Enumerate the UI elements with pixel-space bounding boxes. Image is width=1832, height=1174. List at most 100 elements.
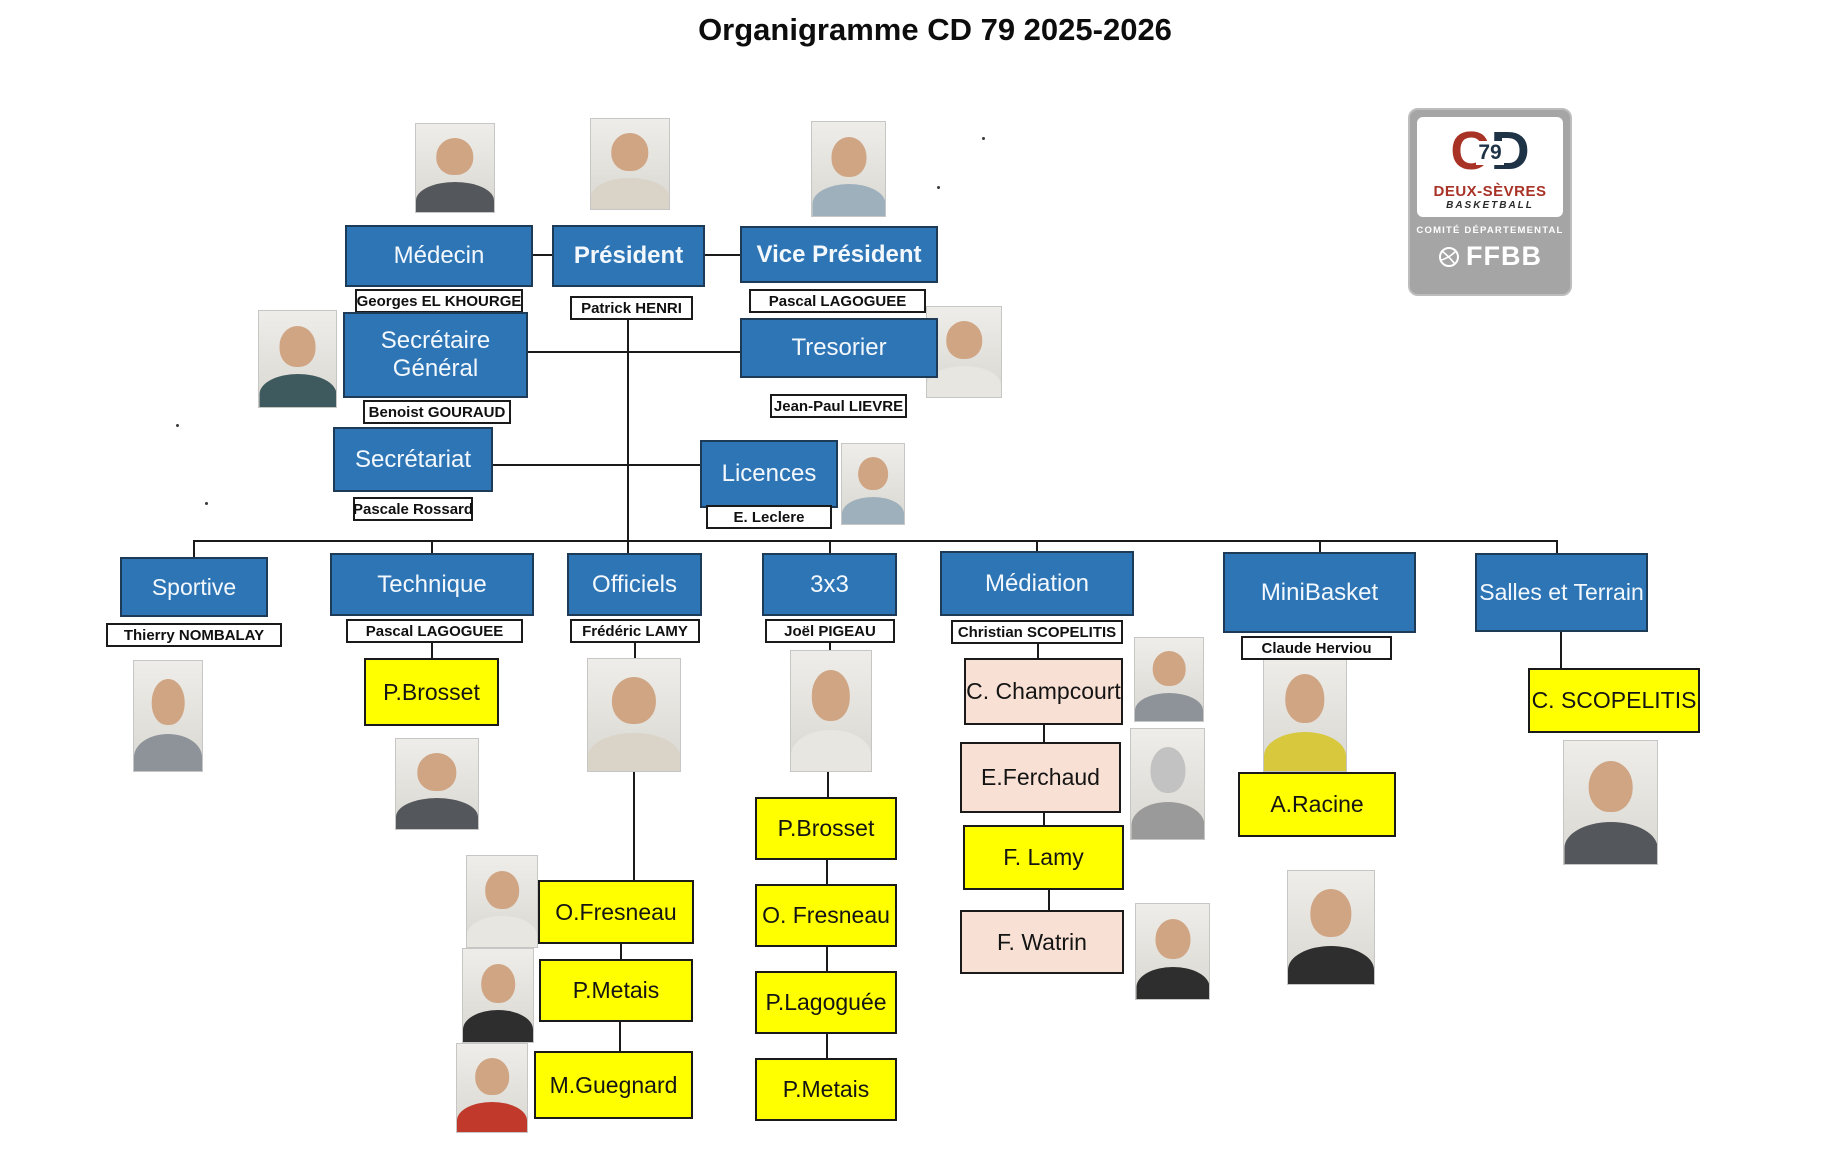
artifact-dot (205, 502, 208, 505)
member-box-3x3-fresneau: O. Fresneau (755, 884, 897, 947)
photo-tresorier (926, 306, 1002, 398)
photo-3x3 (790, 650, 872, 772)
connector-line (528, 351, 740, 353)
org-box-vice-president: Vice Président (740, 226, 938, 283)
person-label-secretaire-general: Benoist GOURAUD (363, 400, 511, 424)
photo-vice-president (811, 121, 886, 217)
org-box-licences: Licences (700, 440, 838, 508)
org-box-mediation: Médiation (940, 551, 1134, 616)
connector-line (619, 1021, 621, 1052)
member-box-mediation-lamy: F. Lamy (963, 825, 1124, 890)
photo-mediation-ferchaud (1130, 728, 1205, 840)
member-box-officiels-guegnard: M.Guegnard (534, 1051, 693, 1119)
org-box-tresorier: Tresorier (740, 318, 938, 378)
photo-officiels-guegnard (456, 1043, 528, 1133)
connector-line (627, 540, 629, 554)
photo-president (590, 118, 670, 210)
connector-line (829, 641, 831, 651)
org-box-technique: Technique (330, 553, 534, 616)
person-label-officiels: Frédéric LAMY (570, 619, 700, 643)
connector-line (826, 1033, 828, 1059)
person-label-mediation: Christian SCOPELITIS (951, 620, 1123, 644)
connector-line (826, 859, 828, 885)
person-label-licences: E. Leclere (706, 505, 832, 529)
person-label-president: Patrick HENRI (570, 296, 693, 320)
org-box-officiels: Officiels (567, 553, 702, 616)
person-label-secretariat: Pascale Rossard (353, 497, 473, 521)
connector-line (1043, 812, 1045, 826)
logo-region-text: DEUX-SÈVRES (1433, 183, 1547, 200)
artifact-dot (982, 137, 985, 140)
member-box-mediation-watrin: F. Watrin (960, 910, 1124, 974)
person-label-technique: Pascal LAGOGUEE (346, 619, 523, 643)
page-title: Organigramme CD 79 2025-2026 (698, 12, 1172, 47)
connector-line (193, 540, 1558, 542)
basketball-icon (1438, 246, 1460, 268)
member-box-3x3-metais: P.Metais (755, 1058, 897, 1121)
org-box-3x3: 3x3 (762, 553, 897, 616)
connector-line (827, 771, 829, 798)
connector-line (431, 641, 433, 658)
connector-line (1560, 631, 1562, 669)
photo-officiels-metais (462, 948, 534, 1043)
photo-technique (395, 738, 479, 830)
person-label-sportive: Thierry NOMBALAY (106, 623, 282, 647)
member-box-3x3-brosset: P.Brosset (755, 797, 897, 860)
artifact-dot (176, 424, 179, 427)
connector-line (193, 540, 195, 558)
logo-monogram: C 79 D (1450, 119, 1529, 183)
member-box-minibasket-racine: A.Racine (1238, 772, 1396, 837)
member-box-technique-brosset: P.Brosset (364, 658, 499, 726)
org-box-salles: Salles et Terrain (1475, 553, 1648, 632)
member-box-3x3-lagoguee: P.Lagoguée (755, 971, 897, 1034)
connector-line (431, 540, 433, 554)
member-box-officiels-fresneau: O.Fresneau (538, 880, 694, 944)
photo-licences (841, 443, 905, 525)
photo-medecin (415, 123, 495, 213)
connector-line (634, 642, 636, 658)
person-label-minibasket: Claude Herviou (1241, 636, 1392, 660)
person-label-3x3: Joël PIGEAU (765, 619, 895, 643)
org-box-minibasket: MiniBasket (1223, 552, 1416, 633)
connector-line (633, 771, 635, 881)
org-box-secretaire-general: Secrétaire Général (343, 312, 528, 398)
org-box-medecin: Médecin (345, 225, 533, 287)
photo-officiels (587, 658, 681, 772)
connector-line (1043, 724, 1045, 743)
connector-line (829, 540, 831, 554)
org-box-president: Président (552, 225, 705, 287)
photo-minibasket (1263, 655, 1347, 772)
connector-line (1036, 540, 1038, 552)
member-box-officiels-metais: P.Metais (539, 959, 693, 1022)
connector-line (705, 254, 740, 256)
connector-line (1037, 641, 1039, 659)
member-box-salles-scopelitis: C. SCOPELITIS (1528, 668, 1700, 733)
photo-mediation-watrin (1135, 903, 1210, 1000)
org-box-sportive: Sportive (120, 557, 268, 617)
photo-officiels-fresneau (466, 855, 538, 948)
connector-line (1556, 540, 1558, 554)
logo-sport-text: BASKETBALL (1446, 200, 1534, 211)
connector-line (1048, 889, 1050, 911)
member-box-mediation-ferchaud: E.Ferchaud (960, 742, 1121, 813)
logo-cd79: C 79 D DEUX-SÈVRES BASKETBALL COMITÉ DÉP… (1408, 108, 1572, 296)
connector-line (1319, 540, 1321, 553)
connector-line (620, 942, 622, 960)
org-box-secretariat: Secrétariat (333, 427, 493, 492)
person-label-tresorier: Jean-Paul LIEVRE (770, 394, 907, 418)
logo-federation-text: FFBB (1466, 241, 1542, 271)
connector-line (533, 254, 552, 256)
photo-mediation-champcourt (1134, 637, 1204, 722)
connector-line (627, 320, 629, 542)
artifact-dot (937, 186, 940, 189)
photo-sportive (133, 660, 203, 772)
photo-minibasket-racine (1287, 870, 1375, 985)
connector-line (826, 946, 828, 972)
photo-salles (1563, 740, 1658, 865)
logo-white-panel: C 79 D DEUX-SÈVRES BASKETBALL (1417, 117, 1563, 217)
person-label-medecin: Georges EL KHOURGE (355, 289, 523, 313)
member-box-mediation-champcourt: C. Champcourt (964, 658, 1123, 725)
photo-secretaire-general (258, 310, 337, 408)
connector-line (493, 464, 700, 466)
